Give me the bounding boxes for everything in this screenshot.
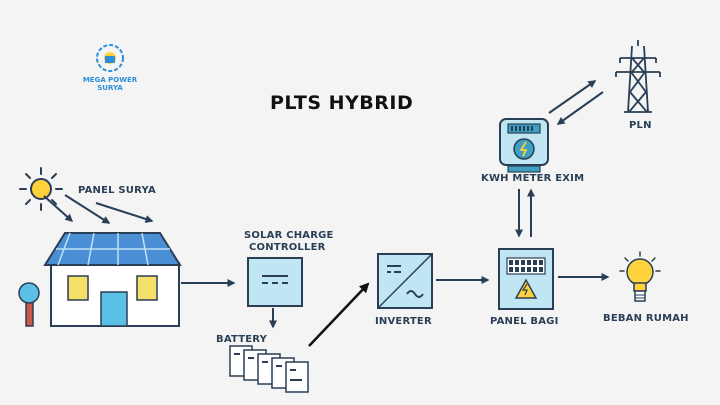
inverter-icon [377,253,433,309]
sun-ray-arrow [43,195,74,222]
logo-icon [96,44,124,72]
label-panel-surya: PANEL SURYA [78,185,156,196]
bulb-icon [619,251,661,302]
logo-text: MEGA POWER SURYA [82,76,138,92]
panel-bagi-icon [498,248,554,310]
sun-ray-arrow [64,194,111,224]
label-scc-line2: CONTROLLER [249,242,326,253]
battery-icon [229,345,309,393]
label-scc-line1: SOLAR CHARGE [244,230,334,241]
tree-icon [18,282,40,327]
sun-icon [19,167,63,211]
page-title: PLTS HYBRID [270,92,414,114]
label-kwh-meter: KWH METER EXIM [481,173,585,184]
logo-line2: SURYA [97,84,123,92]
arrow-battery-to-inverter [308,282,370,347]
sun-ray-arrow [95,202,154,223]
label-battery: BATTERY [216,334,268,345]
arrow-kwh-to-pln [548,80,597,114]
label-inverter: INVERTER [375,316,432,327]
solar-charge-controller-icon [247,257,303,307]
label-panel-bagi: PANEL BAGI [490,316,559,327]
transmission-tower-icon [615,40,661,113]
label-pln: PLN [629,120,652,131]
arrow-pln-to-kwh [556,91,604,125]
label-beban-rumah: BEBAN RUMAH [603,313,689,324]
house-icon [43,232,182,327]
logo-line1: MEGA POWER [82,76,138,84]
kwh-meter-icon [499,118,549,173]
